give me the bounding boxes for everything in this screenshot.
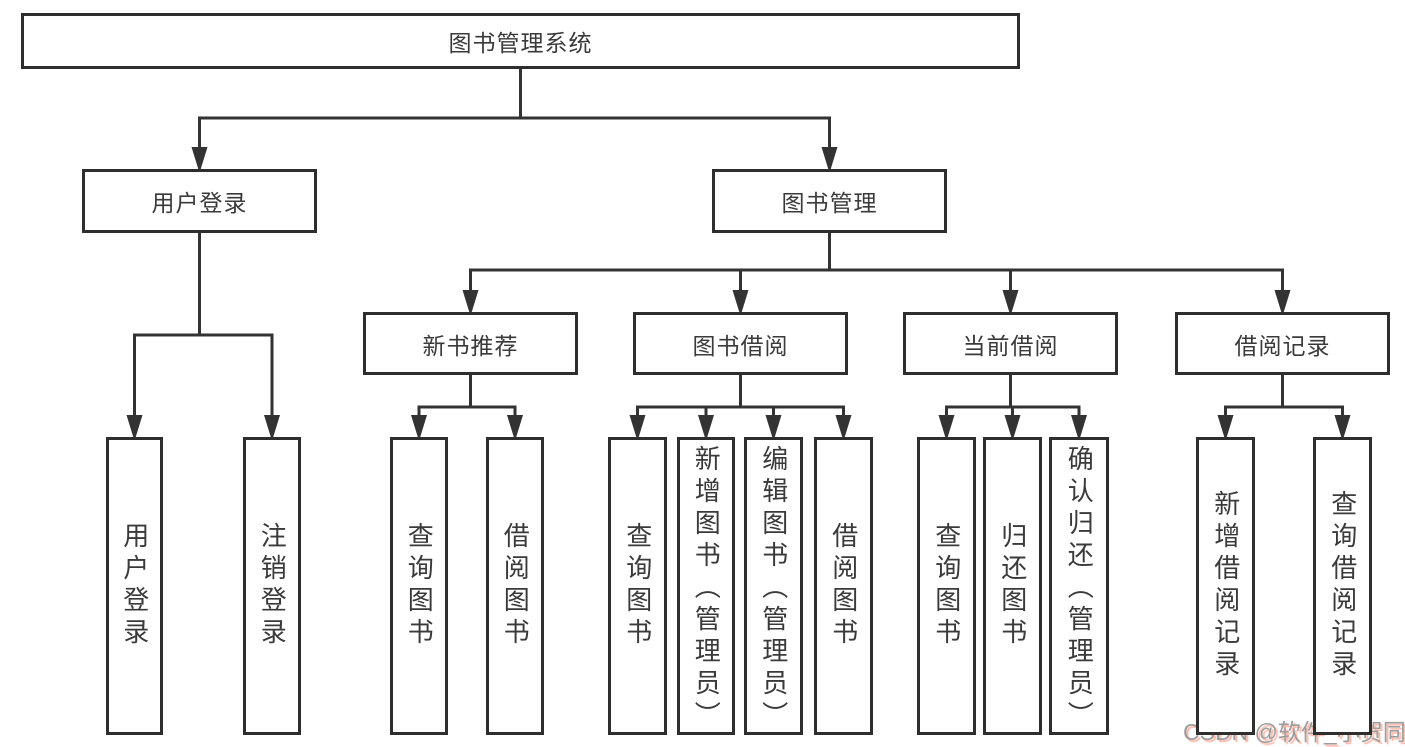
node-user-login: 用户登录 <box>82 169 317 233</box>
node-borrowing-records: 借阅记录 <box>1175 312 1390 375</box>
arrowhead-icon <box>732 290 749 316</box>
leaf-user-login: 用户登录 <box>106 437 163 735</box>
arrowhead-icon <box>938 415 955 441</box>
leaf-borrow-borrow-books: 借阅图书 <box>814 437 873 735</box>
leaf-rec-borrow-books: 借阅图书 <box>486 437 544 735</box>
arrowhead-icon <box>629 415 646 441</box>
node-library-management-system: 图书管理系统 <box>21 13 1020 69</box>
arrowhead-icon <box>821 147 838 173</box>
arrowhead-icon <box>1334 415 1351 441</box>
arrowhead-icon <box>765 415 782 441</box>
node-book-borrowing: 图书借阅 <box>633 312 848 375</box>
node-new-book-recommend: 新书推荐 <box>363 312 578 375</box>
arrowhead-icon <box>698 415 714 441</box>
leaf-current-query-books: 查询图书 <box>917 437 976 735</box>
arrowhead-icon <box>1002 290 1019 316</box>
leaf-current-return-books: 归还图书 <box>983 437 1042 735</box>
leaf-records-add-record: 新增借阅记录 <box>1196 437 1255 735</box>
arrowhead-icon <box>1071 415 1087 441</box>
arrowhead-icon <box>507 415 523 441</box>
arrowhead-icon <box>191 147 208 173</box>
arrowhead-icon <box>411 415 427 441</box>
node-book-management: 图书管理 <box>712 169 947 233</box>
arrowhead-icon <box>126 415 143 441</box>
arrowhead-icon <box>1004 415 1021 441</box>
leaf-borrow-query-books: 查询图书 <box>608 437 667 735</box>
leaf-records-query-record: 查询借阅记录 <box>1313 437 1372 735</box>
arrowhead-icon <box>1274 290 1291 316</box>
leaf-logout: 注销登录 <box>243 437 301 735</box>
leaf-borrow-edit-books-admin: 编辑图书（管理员） <box>744 437 803 735</box>
arrowhead-icon <box>462 290 479 316</box>
leaf-current-confirm-return-admin: 确认归还（管理员） <box>1049 437 1109 735</box>
arrowhead-icon <box>1217 415 1234 441</box>
leaf-rec-query-books: 查询图书 <box>390 437 448 735</box>
leaf-borrow-add-books-admin: 新增图书（管理员） <box>677 437 735 735</box>
node-current-borrowing: 当前借阅 <box>903 312 1118 375</box>
arrowhead-icon <box>835 415 852 441</box>
arrowhead-icon <box>264 415 280 441</box>
